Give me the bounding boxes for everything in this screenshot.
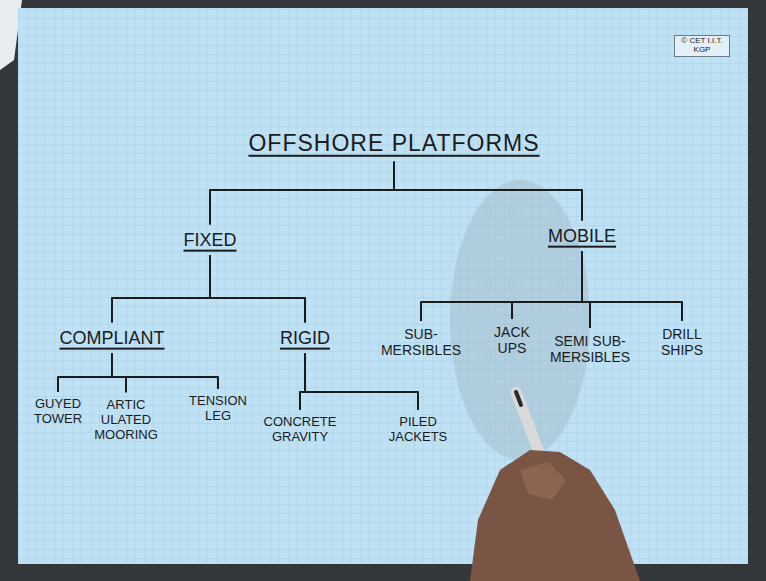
node-label: JACK UPS [494, 324, 530, 356]
tree-node: SEMI SUB- MERSIBLES [547, 331, 633, 367]
tree-connector [512, 251, 582, 319]
tree-node: CONCRETE GRAVITY [261, 413, 340, 447]
title-trunk [210, 161, 582, 224]
tree-connector [582, 251, 682, 321]
tree-connector [112, 353, 218, 389]
pen-tip [516, 392, 521, 405]
node-label: SEMI SUB- MERSIBLES [550, 333, 630, 365]
tree-node: TENSION LEG [186, 392, 250, 426]
tree-connector [112, 353, 126, 392]
tree-node: COMPLIANT [56, 326, 167, 351]
diagram-title: OFFSHORE PLATFORMS [245, 128, 542, 158]
title-text: OFFSHORE PLATFORMS [248, 130, 539, 156]
watermark-label: © CET I.I.T. KGP [674, 35, 730, 57]
node-label: PILED JACKETS [389, 415, 448, 445]
tree-node: DRILL SHIPS [658, 324, 706, 360]
node-label: FIXED [183, 230, 236, 251]
tree-node: GUYED TOWER [31, 395, 85, 429]
hand-shadow [450, 180, 590, 460]
node-label: TENSION LEG [189, 394, 247, 424]
node-label: DRILL SHIPS [661, 326, 703, 358]
tree-node: PILED JACKETS [386, 413, 451, 447]
tree-node: JACK UPS [491, 322, 533, 358]
node-label: MOBILE [548, 226, 616, 247]
tree-connector [58, 353, 112, 392]
paper-grid [18, 8, 748, 564]
tree-connector [582, 251, 590, 328]
tree-connector [112, 255, 210, 322]
node-label: GUYED TOWER [34, 397, 82, 427]
node-label: ARTIC ULATED MOORING [94, 398, 158, 443]
tree-node: ARTIC ULATED MOORING [91, 396, 161, 445]
tree-connector [210, 255, 305, 322]
tree-node: FIXED [180, 228, 239, 253]
node-label: CONCRETE GRAVITY [264, 415, 337, 445]
tree-connector [421, 251, 582, 321]
hand [470, 450, 640, 581]
paper-sheet [18, 8, 748, 564]
tree-node: MOBILE [545, 224, 619, 249]
tree-node: RIGID [277, 326, 333, 351]
node-label: RIGID [280, 328, 330, 349]
hand-finger [520, 462, 566, 500]
node-label: SUB- MERSIBLES [381, 326, 461, 358]
tree-node: SUB- MERSIBLES [378, 324, 464, 360]
node-label: COMPLIANT [59, 328, 164, 349]
tree-connector [305, 353, 418, 410]
